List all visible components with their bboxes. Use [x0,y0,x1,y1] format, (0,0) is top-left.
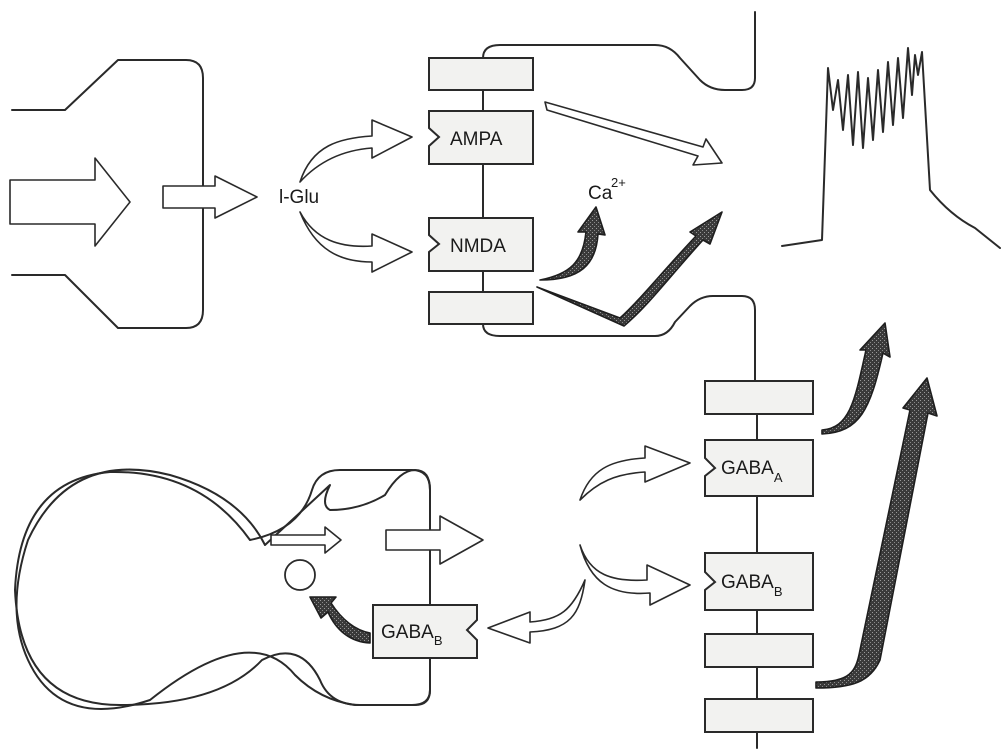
calcium-charge: 2+ [611,175,626,190]
gabaergic-soma [14,469,431,706]
receptor-channel-blank-4 [704,633,814,668]
gaba-to-autoreceptor-arrow [487,579,586,644]
autoreceptor-feedback-arrow [309,596,371,644]
action-potential-arrow-bottom [270,526,342,554]
gaba-a-to-response-arrow [821,322,891,435]
vesicle [284,559,316,591]
gaba-a-receptor [704,439,814,497]
ampa-label: AMPA [450,129,503,150]
presynaptic-gaba-b-label: GABAB [381,622,442,648]
nmda-receptor [428,217,534,272]
gaba-to-gaba-b-arrow [579,544,691,606]
postsynaptic-dendrite-outline-lower [482,295,756,383]
gaba-to-gaba-a-arrow [579,445,691,501]
nmda-calcium-arrow [539,206,606,281]
presynaptic-terminal-gabaergic [15,468,431,710]
receptor-channel-blank-5 [704,698,814,733]
action-potential-arrow-top [9,157,131,247]
receptor-channel-blank-2 [428,291,534,325]
glutamate-label: l-Glu [279,187,319,208]
postsynaptic-gaba-b-receptor [704,552,814,611]
glutamate-release-arrow [162,175,258,219]
receptor-channel-blank-3 [704,380,814,415]
glutamate-to-nmda-arrow [299,211,413,273]
calcium-label: Ca [588,183,613,204]
nmda-label: NMDA [450,236,506,257]
ampa-receptor [428,110,534,165]
nmda-to-epsp-arrow [536,211,723,327]
receptor-channel-blank-1 [428,57,534,91]
glutamate-to-ampa-arrow [299,119,413,183]
postsynaptic-dendrite-outline-upper [482,11,756,91]
gaba-release-arrow [385,515,484,565]
postsynaptic-gaba-b-label: GABAB [721,572,782,599]
ampa-to-epsp-arrow [544,101,723,166]
burst-firing-trace [781,47,1001,249]
gaba-a-label: GABAA [721,458,783,485]
gaba-b-to-response-arrow [815,377,938,689]
presynaptic-gaba-b-receptor [372,604,478,659]
